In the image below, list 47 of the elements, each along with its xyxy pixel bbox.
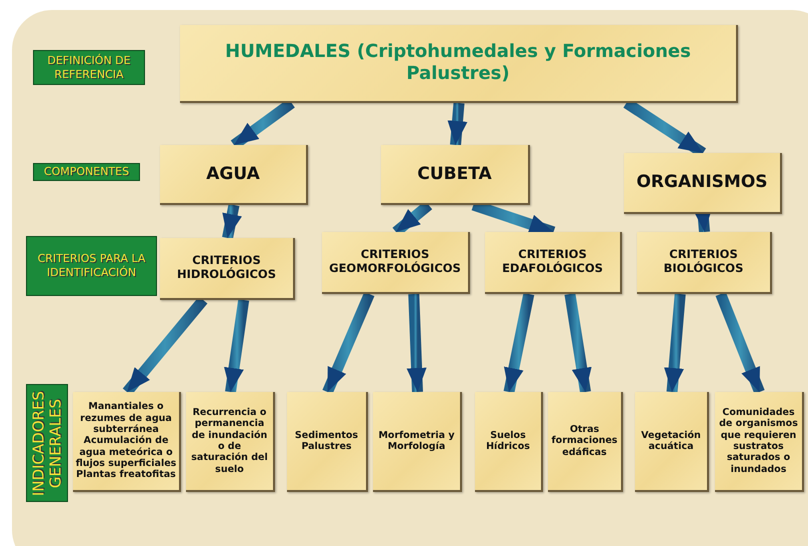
concept-box [186, 392, 275, 492]
node-text: ORGANISMOS [636, 172, 768, 193]
node-text: CRITERIOS EDAFOLÓGICOS [501, 248, 604, 276]
arrow [322, 292, 374, 394]
arrow [564, 293, 592, 393]
arrow [504, 292, 534, 394]
arrow [664, 294, 686, 392]
level-label: DEFINICIÓN DE REFERENCIA [33, 50, 145, 85]
concept-box [635, 392, 709, 492]
node-text: Morfometria y Morfología [377, 430, 456, 452]
node-text: CUBETA [417, 164, 492, 184]
node-text: Comunidades de organismos que requieren sustratos saturados o inundados [718, 406, 799, 476]
node-text: Otras formaciones edáficas [550, 424, 618, 458]
level-label: INDICADORES GENERALES [26, 384, 68, 502]
node-text: Vegetación acuática [640, 430, 702, 452]
concept-box [160, 238, 295, 300]
concept-box [381, 145, 530, 205]
concept-box [73, 392, 181, 492]
concept-box [715, 392, 804, 492]
concept-box [322, 232, 470, 294]
concept-box [637, 232, 772, 294]
node-text: Suelos Hídricos [485, 430, 531, 452]
node-text: Acumulación de agua meteórica o flujos superficiales [75, 435, 177, 470]
concept-box [287, 392, 368, 492]
concept-box [160, 145, 308, 205]
node-text: Plantas freatofitas [76, 469, 176, 481]
node-text: AGUA [206, 164, 260, 184]
arrow [406, 294, 427, 392]
node-text: Manantiales o rezumes de agua subterránea [79, 401, 173, 435]
arrow [716, 292, 765, 394]
title-box [180, 25, 738, 103]
level-label: CRITERIOS PARA LA IDENTIFICACIÓN [26, 236, 157, 296]
arrow [222, 204, 242, 240]
concept-box [373, 392, 462, 492]
node-text: CRITERIOS GEOMORFOLÓGICOS [328, 248, 462, 276]
concept-box [624, 153, 782, 214]
concept-box [485, 232, 622, 294]
arrow [224, 299, 250, 393]
concept-box [548, 392, 623, 492]
node-text: Sedimentos Palustres [294, 430, 360, 452]
concept-box [475, 392, 543, 492]
arrow [448, 102, 468, 146]
node-text: HUMEDALES (Criptohumedales y Formaciones Palustres) [224, 41, 692, 85]
level-label: COMPONENTES [33, 163, 140, 181]
node-text: CRITERIOS BIOLÓGICOS [662, 248, 744, 276]
node-text: CRITERIOS HIDROLÓGICOS [176, 254, 277, 282]
node-text: Recurrencia o permanencia de inundación o de saturación del suelo [190, 406, 269, 476]
